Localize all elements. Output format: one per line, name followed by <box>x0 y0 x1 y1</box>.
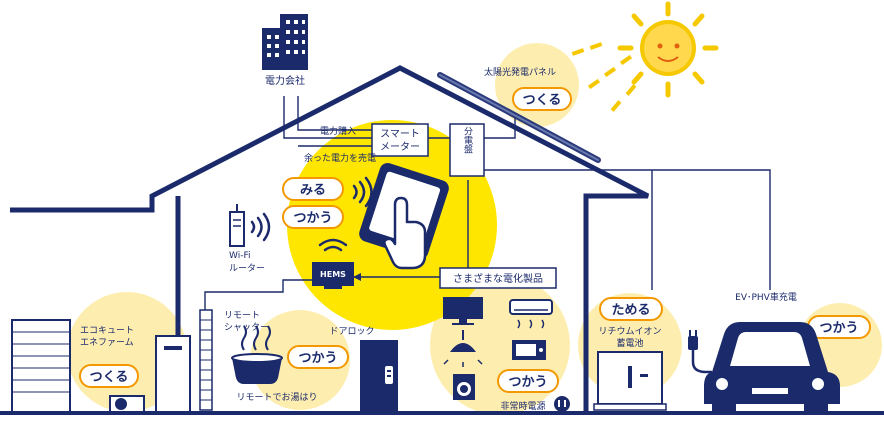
smart-meter: スマート メーター <box>371 123 429 157</box>
remote-shutter-label-1: リモート <box>224 311 260 321</box>
heat-pump-icon <box>109 395 145 413</box>
door-icon <box>360 340 398 412</box>
ev-charger-label: EV･PHV車充電 <box>735 291 797 303</box>
svg-text:ためる: ためる <box>611 303 650 318</box>
distribution-board: 分電盤 <box>449 123 485 177</box>
tablet-icon <box>359 162 449 270</box>
door-lock-label: ドアロック <box>329 326 374 337</box>
svg-text:つかう: つかう <box>298 351 337 366</box>
bathtub-icon <box>231 325 283 384</box>
svg-text:分電盤: 分電盤 <box>462 126 473 153</box>
emergency-plug-icon <box>554 396 570 412</box>
solar-panel-icon <box>437 72 601 163</box>
store-tag: ためる <box>599 297 663 321</box>
building-icon <box>262 14 308 70</box>
use-ev-tag: つかう <box>807 315 871 339</box>
washing-machine-icon <box>453 374 475 400</box>
wire-board-ev <box>484 169 771 290</box>
microwave-icon <box>512 340 546 360</box>
hems-monitor: HEMS <box>312 238 354 289</box>
emergency-power-label: 非常時電源 <box>500 400 545 412</box>
wifi-router-label-1: Wi-Fi <box>229 251 250 261</box>
wire-purchase <box>283 96 372 139</box>
svg-text:つくる: つくる <box>90 370 129 385</box>
car-icon <box>704 322 840 414</box>
surplus-sale-label: 余った電力を売電 <box>304 152 376 164</box>
wifi-router-icon <box>229 204 271 247</box>
use-bath-tag: つかう <box>287 345 349 369</box>
svg-text:さまざまな電化製品: さまざまな電化製品 <box>453 272 543 285</box>
svg-text:メーター: メーター <box>380 141 420 153</box>
plug-icon <box>688 330 712 374</box>
svg-text:つかう: つかう <box>508 375 547 390</box>
wifi-router-label-2: ルーター <box>229 263 265 274</box>
sun-icon <box>571 1 719 112</box>
power-purchase-label: 電力購入 <box>320 125 356 137</box>
svg-text:スマート: スマート <box>380 129 420 140</box>
battery-label-2: 蓄電池 <box>616 337 643 349</box>
solar-panel-label: 太陽光発電パネル <box>484 66 556 78</box>
use-appliances-tag: つかう <box>497 369 559 393</box>
see-tag: みる <box>282 177 344 201</box>
battery-icon <box>593 351 667 411</box>
svg-text:みる: みる <box>300 183 326 198</box>
battery-label-1: リチウムイオン <box>598 326 661 337</box>
ecocute-label-2: エネファーム <box>80 337 134 348</box>
remote-shutter-label-2: シャッター <box>224 322 269 333</box>
wire-purchase-2 <box>297 96 372 131</box>
ecocute-label-1: エコキュート <box>80 326 134 336</box>
wire-solar-board <box>484 118 516 139</box>
use-tablet-tag: つかう <box>282 205 344 229</box>
solar-make-tag: つくる <box>512 87 572 111</box>
svg-text:つかう: つかう <box>293 211 332 226</box>
house-outline <box>10 65 650 412</box>
enefarm-unit-icon <box>155 335 191 413</box>
make-ecocute-tag: つくる <box>79 364 139 388</box>
wifi-signal-icon <box>352 176 373 208</box>
svg-text:つかう: つかう <box>819 321 858 336</box>
svg-text:つくる: つくる <box>523 93 562 108</box>
lamp-icon <box>443 330 483 367</box>
tv-icon <box>443 297 483 325</box>
shutter-icon <box>199 309 213 411</box>
hems-label: HEMS <box>320 270 346 279</box>
remote-bath-label: リモートでお湯はり <box>236 392 317 403</box>
power-company-label: 電力会社 <box>265 74 305 87</box>
air-conditioner-icon <box>509 299 553 329</box>
storage-tank-icon <box>11 319 71 413</box>
appliances-box: さまざまな電化製品 <box>439 267 557 289</box>
